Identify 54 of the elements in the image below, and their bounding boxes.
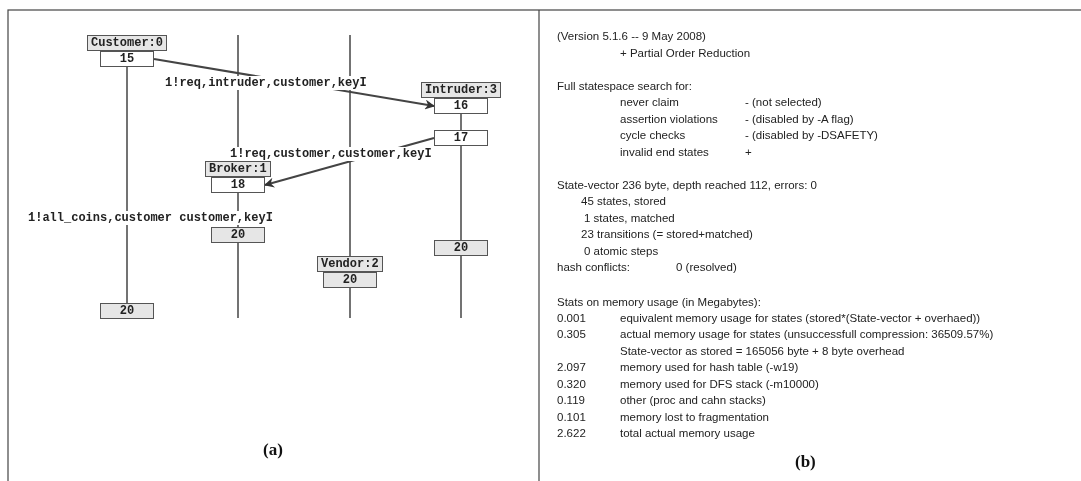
output-text: memory used for DFS stack (-m10000) xyxy=(620,377,819,391)
output-text: total actual memory usage xyxy=(620,426,755,440)
output-text: 0.320 xyxy=(557,377,586,391)
panel-label: (a) xyxy=(263,440,283,460)
state-box: 18 xyxy=(211,177,265,193)
end-state-box: 20 xyxy=(323,272,377,288)
output-text: 23 transitions (= stored+matched) xyxy=(581,227,753,241)
state-box: 16 xyxy=(434,98,488,114)
output-text: cycle checks xyxy=(620,128,686,142)
output-text: 0 (resolved) xyxy=(676,260,737,274)
output-text: Stats on memory usage (in Megabytes): xyxy=(557,295,761,309)
output-text: 0.001 xyxy=(557,311,586,325)
output-text: State-vector as stored = 165056 byte + 8 byte overhead xyxy=(620,344,905,358)
output-text: hash conflicts: xyxy=(557,260,630,274)
output-text: actual memory usage for states (unsuccessfull compression: 36509.57%) xyxy=(620,327,994,341)
output-text: + xyxy=(745,145,752,159)
output-text: 0 atomic steps xyxy=(584,244,659,258)
end-state-box: 20 xyxy=(211,227,265,243)
output-text: memory used for hash table (-w19) xyxy=(620,360,799,374)
output-text: assertion violations xyxy=(620,112,718,126)
process-header-box: Broker:1 xyxy=(205,161,271,177)
lifeline xyxy=(460,113,462,131)
panel-label: (b) xyxy=(795,452,816,472)
output-text: never claim xyxy=(620,95,679,109)
output-text: other (proc and cahn stacks) xyxy=(620,393,766,407)
process-header-box: Intruder:3 xyxy=(421,82,501,98)
output-text: (Version 5.1.6 -- 9 May 2008) xyxy=(557,29,706,43)
edge-label: 1!req,intruder,customer,keyI xyxy=(165,76,367,90)
output-text: Full statespace search for: xyxy=(557,79,692,93)
output-text: 0.305 xyxy=(557,327,586,341)
end-state-box: 20 xyxy=(434,240,488,256)
state-box: 15 xyxy=(100,51,154,67)
output-text: 45 states, stored xyxy=(581,194,667,208)
output-text: 1 states, matched xyxy=(584,211,675,225)
output-text: State-vector 236 byte, depth reached 112, errors: 0 xyxy=(557,178,817,192)
output-text: 2.097 xyxy=(557,360,586,374)
edge-label: 1!req,customer,customer,keyI xyxy=(230,147,432,161)
output-text: - (disabled by -A flag) xyxy=(745,112,854,126)
output-text: 0.119 xyxy=(557,393,585,407)
output-text: - (not selected) xyxy=(745,95,822,109)
message-label: 1!all_coins,customer customer,keyI xyxy=(28,211,273,225)
output-text: 2.622 xyxy=(557,426,586,440)
end-state-box: 20 xyxy=(100,303,154,319)
process-header-box: Vendor:2 xyxy=(317,256,383,272)
output-text: equivalent memory usage for states (stored*(State-vector + overhaed)) xyxy=(620,311,981,325)
output-text: invalid end states xyxy=(620,145,709,159)
output-text: memory lost to fragmentation xyxy=(620,410,769,424)
lifeline xyxy=(460,145,462,241)
state-box: 17 xyxy=(434,130,488,146)
output-text: 0.101 xyxy=(557,410,586,424)
lifeline xyxy=(126,66,128,304)
output-text: + Partial Order Reduction xyxy=(620,46,751,60)
output-text: - (disabled by -DSAFETY) xyxy=(745,128,878,142)
process-header-box: Customer:0 xyxy=(87,35,167,51)
